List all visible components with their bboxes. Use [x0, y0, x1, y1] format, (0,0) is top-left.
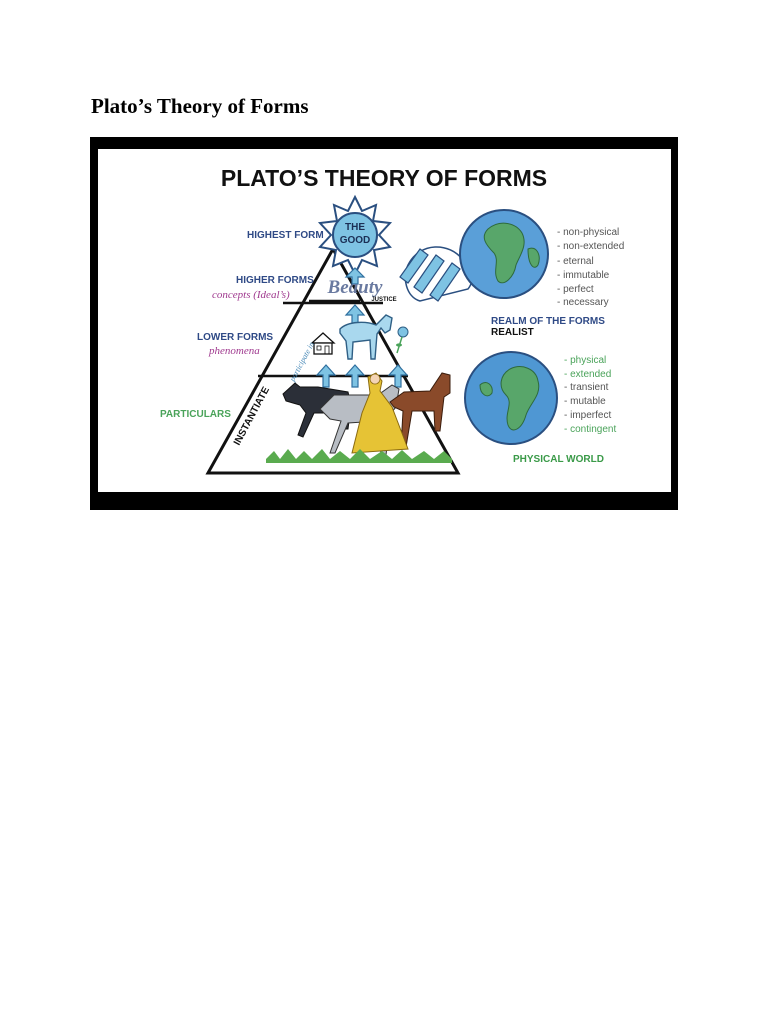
the-good-label-2: GOOD: [340, 235, 371, 246]
physical-world-label: PHYSICAL WORLD: [513, 454, 604, 465]
physical-properties-list: - physical - extended - transient - muta…: [564, 355, 616, 435]
physical-property: - contingent: [564, 424, 616, 435]
grass-icon: [266, 449, 452, 463]
lower-forms-note: phenomena: [208, 345, 260, 357]
physical-property: - imperfect: [564, 410, 611, 421]
realm-property: - necessary: [557, 297, 609, 308]
upward-arrows: [315, 267, 409, 388]
physical-property: - transient: [564, 382, 609, 393]
arrow-up-center-icon: [344, 364, 366, 388]
bridge-icon: [399, 246, 474, 302]
figure-title: PLATO’S THEORY OF FORMS: [221, 165, 547, 191]
arrow-up-right-icon: [387, 364, 409, 388]
realm-property: - non-physical: [557, 227, 619, 238]
physical-property: - mutable: [564, 396, 606, 407]
justice-label: JUSTICE: [371, 297, 396, 303]
theory-of-forms-figure: PLATO’S THEORY OF FORMS THE GOOD Beauty …: [90, 137, 678, 510]
physical-property: - extended: [564, 369, 611, 380]
the-good-sun: THE GOOD: [317, 194, 393, 277]
higher-forms-label: HIGHER FORMS: [236, 275, 314, 286]
realm-properties-list: - non-physical - non-extended - eternal …: [557, 227, 624, 308]
theory-of-forms-illustration: PLATO’S THEORY OF FORMS THE GOOD Beauty …: [98, 149, 671, 492]
the-good-label-1: THE: [345, 222, 365, 233]
house-icon: [310, 332, 336, 355]
beauty-label: Beauty: [327, 277, 383, 298]
brown-horse-icon: [389, 372, 451, 448]
highest-form-label: HIGHEST FORM: [247, 230, 324, 241]
level-labels: HIGHEST FORM HIGHER FORMS concepts (Idea…: [160, 230, 324, 420]
realm-property: - eternal: [557, 256, 594, 267]
ideal-horse-icon: [339, 314, 393, 360]
realm-property: - non-extended: [557, 241, 624, 252]
pyramid: [205, 245, 461, 475]
arrow-up-left-icon: [315, 364, 337, 388]
realm-globe-icon: [459, 209, 549, 299]
particular-horses: [266, 372, 452, 463]
document-heading: Plato’s Theory of Forms: [91, 94, 309, 118]
realist-label: REALIST: [491, 327, 534, 338]
physical-property: - physical: [564, 355, 606, 366]
rose-icon: [396, 326, 409, 354]
realm-of-forms-label: REALM OF THE FORMS: [491, 316, 605, 327]
realm-property: - perfect: [557, 284, 594, 295]
lower-forms-label: LOWER FORMS: [197, 332, 273, 343]
higher-forms-note: concepts (Ideal’s): [212, 289, 290, 301]
arrow-to-good-icon: [344, 267, 366, 285]
pyramid-outline: [205, 245, 461, 475]
physical-globe-icon: [464, 351, 558, 445]
realm-property: - immutable: [557, 270, 610, 281]
particulars-label: PARTICULARS: [160, 409, 231, 420]
